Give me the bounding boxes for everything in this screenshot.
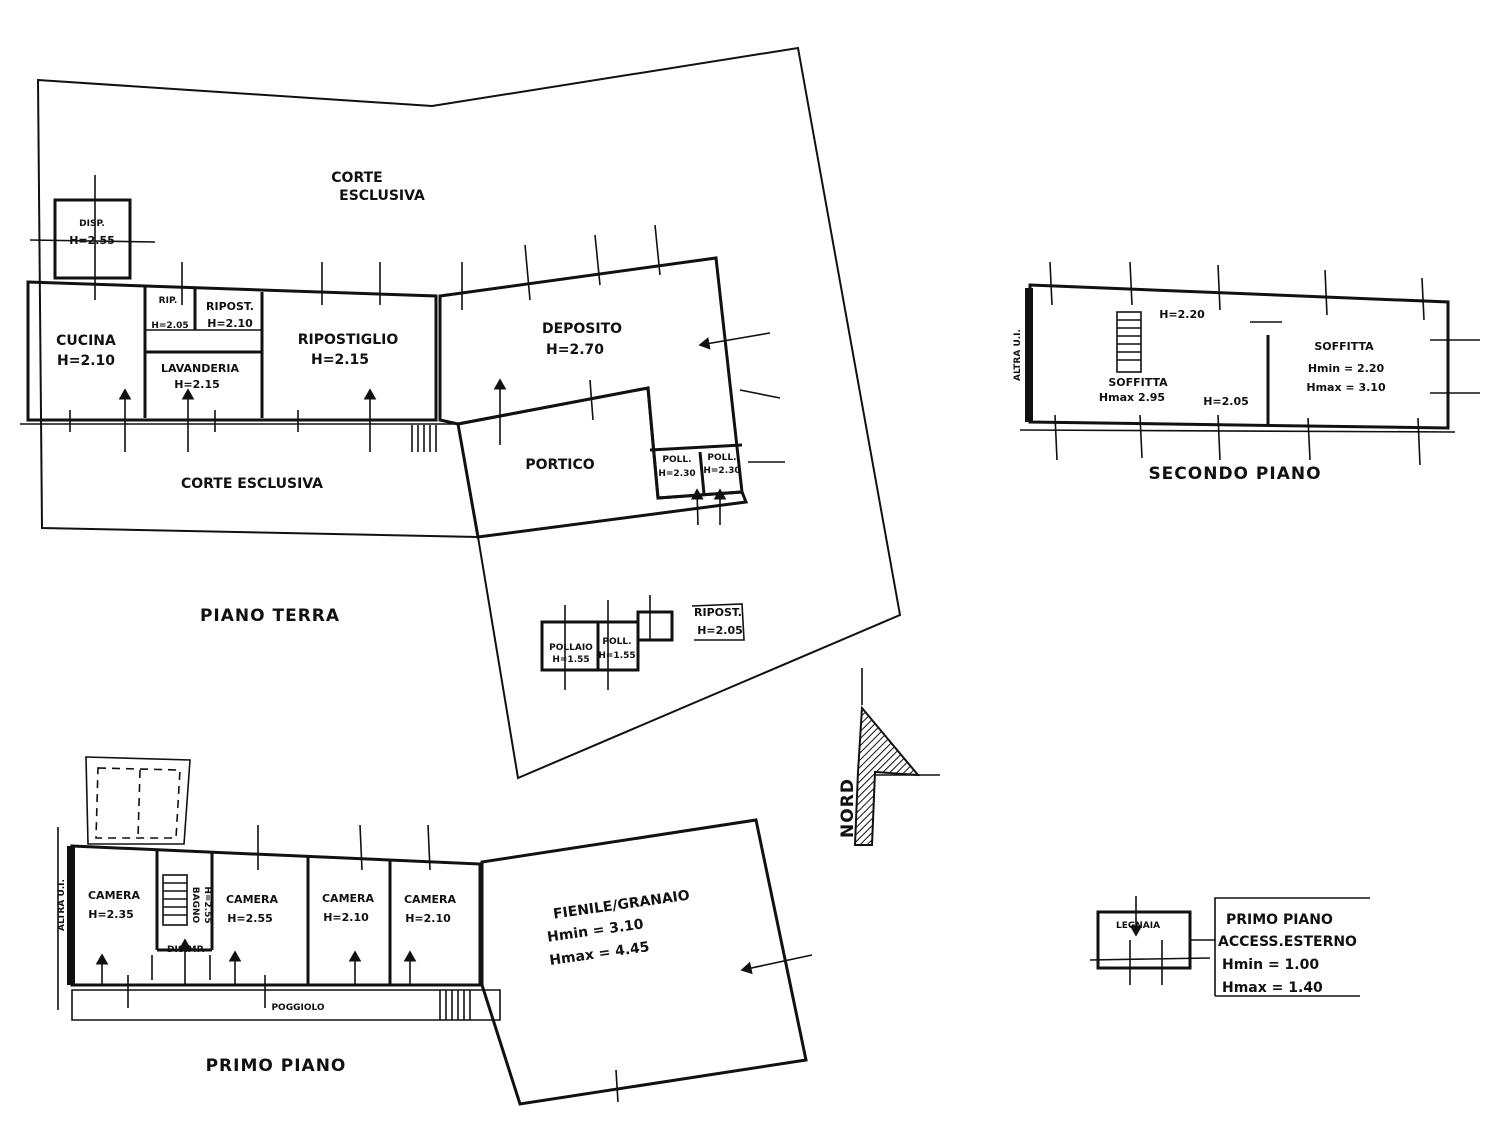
ground-floor-title: PIANO TERRA: [200, 606, 340, 626]
corte-label-top-1: CORTE: [331, 170, 382, 186]
deposito-name: DEPOSITO: [542, 321, 622, 337]
nord-label: NORD: [838, 778, 858, 838]
first-floor-title: PRIMO PIANO: [206, 1056, 347, 1076]
legnaia-note-2: ACCESS.ESTERNO: [1218, 934, 1357, 950]
party-wall: [67, 846, 75, 985]
camera1-height: H=2.35: [88, 908, 134, 921]
cucina-height: H=2.10: [57, 353, 115, 369]
deposito-height: H=2.70: [546, 342, 604, 358]
window-marks: [1049, 261, 1480, 466]
second-floor-title: SECONDO PIANO: [1148, 464, 1321, 484]
ripost-height: H=2.10: [207, 317, 253, 330]
camera1-name: CAMERA: [88, 889, 141, 902]
poll1-name: POLL.: [662, 455, 691, 465]
fienile-name: FIENILE/GRANAIO: [552, 888, 691, 923]
poll2-height: H=2.30: [703, 466, 740, 476]
pollaio-annex: [540, 595, 745, 690]
portico-name: PORTICO: [525, 457, 594, 473]
poggiolo-outline: [71, 989, 501, 1021]
second-floor-plan: ALTRA U.I. H=2.20 H=2.05 SOFFITTA Hmax 2…: [1013, 261, 1480, 484]
camera2-height: H=2.55: [227, 912, 273, 925]
poll3-height: H=1.55: [598, 651, 635, 661]
party-wall: [1025, 288, 1033, 422]
disp-room-walls: [53, 198, 132, 280]
second-floor-stair: [1116, 311, 1142, 373]
portico-walls: [456, 386, 749, 539]
bagno-name: BAGNO: [190, 887, 200, 924]
ripost-name: RIPOST.: [206, 300, 254, 313]
poggiolo-label: POGGIOLO: [271, 1003, 324, 1013]
lavanderia-height: H=2.15: [174, 378, 220, 391]
ground-floor-plan: CORTE ESCLUSIVA CORTE ESCLUSIVA DISP. H=…: [20, 46, 902, 780]
soffitta2-hmax: Hmax = 3.10: [1306, 381, 1386, 394]
window-marks: [57, 824, 619, 1103]
soffitta1-hmax: Hmax 2.95: [1099, 391, 1165, 404]
entrance-arrow: [690, 488, 704, 526]
pollaio-height: H=1.55: [552, 655, 589, 665]
entrance-arrow: [698, 332, 771, 350]
pollaio-name: POLLAIO: [549, 643, 593, 653]
legnaia-note-1: PRIMO PIANO: [1226, 912, 1333, 928]
ripost2-name: RIPOST.: [694, 606, 742, 619]
first-floor-altra-ui: ALTRA U.I.: [57, 879, 67, 931]
poll1-height: H=2.30: [658, 469, 695, 479]
fienile-hmax: Hmax = 4.45: [548, 939, 650, 969]
rip-height: H=2.05: [151, 321, 188, 331]
camera4-height: H=2.10: [405, 912, 451, 925]
camera3-name: CAMERA: [322, 892, 375, 905]
poll2-name: POLL.: [707, 453, 736, 463]
window-marks: [69, 224, 785, 463]
ripostiglio-name: RIPOSTIGLIO: [298, 332, 399, 348]
corte-label-top-2: ESCLUSIVA: [339, 188, 425, 204]
disp-height: H=2.55: [69, 234, 115, 247]
soffitta2-hmin: Hmin = 2.20: [1308, 362, 1385, 375]
first-floor-stair-out: [439, 990, 471, 1020]
disp-name: DISP.: [79, 219, 105, 229]
ripost2-height: H=2.05: [697, 624, 743, 637]
legnaia-name: LEGNAIA: [1116, 921, 1160, 931]
corte-label-bottom: CORTE ESCLUSIVA: [181, 476, 323, 492]
fienile-walls: [480, 818, 808, 1106]
ground-floor-main-walls: [26, 280, 438, 422]
camera2-name: CAMERA: [226, 893, 279, 906]
soffitta1-name: SOFFITTA: [1108, 376, 1168, 389]
ripostiglio-height: H=2.15: [311, 352, 369, 368]
camera3-height: H=2.10: [323, 911, 369, 924]
second-floor-h-220: H=2.20: [1159, 308, 1205, 321]
legnaia-note-3: Hmin = 1.00: [1222, 957, 1319, 973]
disimp-name: DISIMP.: [167, 945, 205, 955]
legnaia-plan: LEGNAIA PRIMO PIANO ACCESS.ESTERNO Hmin …: [1089, 896, 1370, 997]
bagno-height: H=2.55: [202, 886, 212, 923]
property-boundary: [36, 46, 902, 780]
first-floor-plan: ALTRA U.I. CAMERA H=2.35 BAGNO H=2.55 DI…: [57, 756, 813, 1106]
camera4-name: CAMERA: [404, 893, 457, 906]
rip-name: RIP.: [159, 296, 178, 306]
north-arrow-icon: NORD: [838, 668, 940, 846]
soffitta2-name: SOFFITTA: [1314, 340, 1374, 353]
second-floor-h-205: H=2.05: [1203, 395, 1249, 408]
second-floor-altra-ui: ALTRA U.I.: [1013, 329, 1023, 381]
lavanderia-name: LAVANDERIA: [161, 362, 239, 375]
poll3-name: POLL.: [602, 637, 631, 647]
legnaia-note-4: Hmax = 1.40: [1222, 980, 1323, 996]
first-floor-stair: [162, 874, 188, 926]
ground-stair: [411, 425, 437, 452]
cucina-name: CUCINA: [56, 333, 116, 349]
